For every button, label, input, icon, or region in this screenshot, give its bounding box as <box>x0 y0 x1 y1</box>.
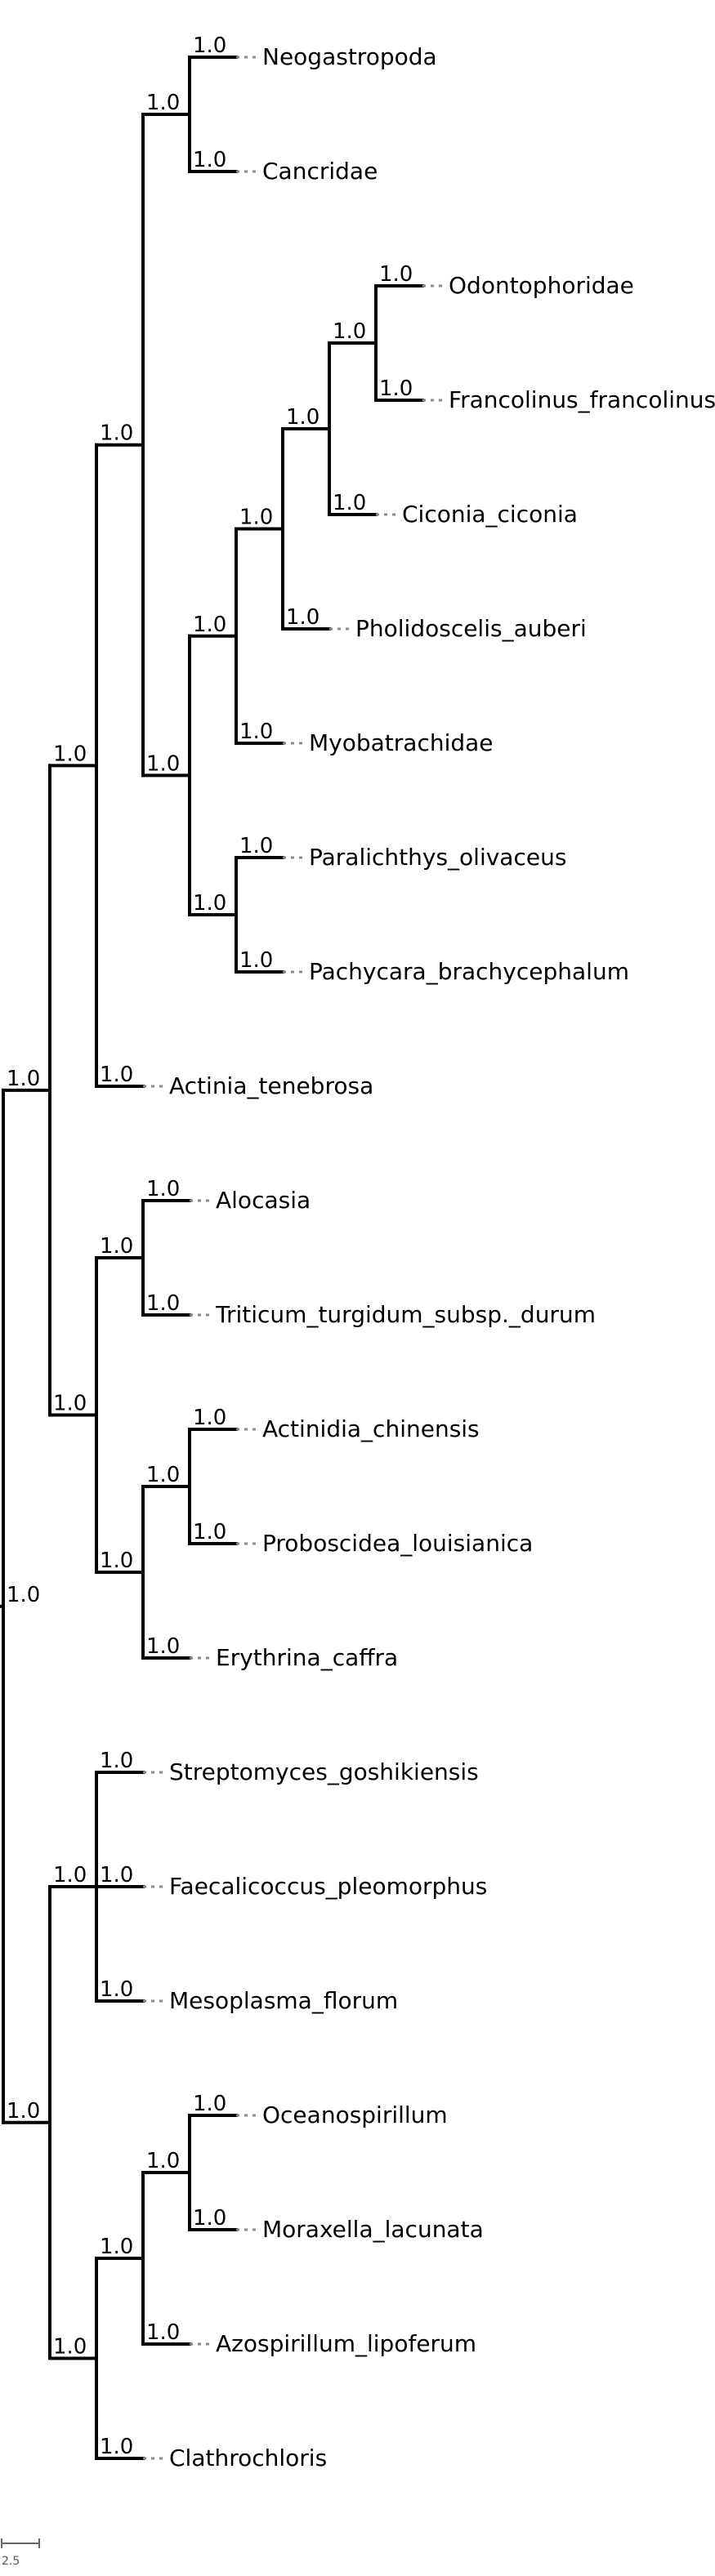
leaf-label-faecalicoccus-pleomorphus: Faecalicoccus_pleomorphus <box>169 1873 487 1900</box>
leaf-label-pachycara-brachycephalum: Pachycara_brachycephalum <box>309 958 629 985</box>
tree-branches <box>0 56 424 2460</box>
support-value-neogastropoda: 1.0 <box>193 33 226 58</box>
support-value-oceanospirillum: 1.0 <box>193 2092 226 2116</box>
support-value-alocasia: 1.0 <box>146 1177 180 1201</box>
support-value-internal-25: 1.0 <box>100 1549 133 1573</box>
support-value-azospirillum-lipoferum: 1.0 <box>146 2320 180 2345</box>
leaf-label-myobatrachidae: Myobatrachidae <box>309 729 494 756</box>
support-value-internal-22: 1.0 <box>100 1234 133 1259</box>
support-value-moraxella-lacunata: 1.0 <box>193 2206 226 2231</box>
leaf-label-streptomyces-goshikiensis: Streptomyces_goshikiensis <box>169 1758 479 1785</box>
leaf-label-pholidoscelis-auberi: Pholidoscelis_auberi <box>355 615 587 642</box>
support-value-mesoplasma-florum: 1.0 <box>100 1977 133 2002</box>
support-value-pholidoscelis-auberi: 1.0 <box>286 605 320 630</box>
leaf-label-clathrochloris: Clathrochloris <box>169 2445 327 2471</box>
support-value-actinidia-chinensis: 1.0 <box>193 1406 226 1430</box>
leaf-label-erythrina-caffra: Erythrina_caffra <box>216 1644 398 1671</box>
support-value-triticum-turgidum-subsp-durum: 1.0 <box>146 1291 180 1316</box>
support-value-internal-11: 1.0 <box>333 319 366 344</box>
support-value-francolinus-francolinus: 1.0 <box>379 377 413 401</box>
leaf-label-alocasia: Alocasia <box>216 1187 311 1214</box>
support-value-internal-21: 1.0 <box>53 1392 87 1416</box>
support-value-internal-26: 1.0 <box>146 1463 180 1487</box>
leaf-leader-lines <box>143 56 445 2460</box>
support-value-erythrina-caffra: 1.0 <box>146 1634 180 1659</box>
support-value-internal-35: 1.0 <box>53 2335 87 2360</box>
support-value-cancridae: 1.0 <box>193 148 226 172</box>
leaf-label-neogastropoda: Neogastropoda <box>262 43 437 70</box>
support-value-odontophoridae: 1.0 <box>379 262 413 287</box>
leaf-label-mesoplasma-florum: Mesoplasma_florum <box>169 1987 398 2014</box>
leaf-label-cancridae: Cancridae <box>262 158 378 185</box>
leaf-label-ciconia-ciconia: Ciconia_ciconia <box>402 501 578 528</box>
leaf-label-moraxella-lacunata: Moraxella_lacunata <box>262 2216 484 2243</box>
support-value-internal-1: 1.0 <box>7 1067 40 1091</box>
support-value-ciconia-ciconia: 1.0 <box>333 491 366 515</box>
support-value-clathrochloris: 1.0 <box>100 2435 133 2459</box>
support-value-internal-30: 1.0 <box>7 2099 40 2124</box>
support-value-internal-36: 1.0 <box>100 2235 133 2259</box>
scale-bar-label: 2.5 <box>2 2555 20 2568</box>
support-value-internal-7: 1.0 <box>146 751 180 776</box>
support-value-proboscidea-louisianica: 1.0 <box>193 1520 226 1544</box>
support-value-myobatrachidae: 1.0 <box>239 720 273 744</box>
support-value-faecalicoccus-pleomorphus: 1.0 <box>100 1863 133 1887</box>
support-value-internal-2: 1.0 <box>53 742 87 766</box>
support-value-internal-10: 1.0 <box>286 405 320 430</box>
leaf-label-actinia-tenebrosa: Actinia_tenebrosa <box>169 1072 373 1099</box>
support-values: 1.0 1.0 1.0 1.0 1.0 1.0 1.0 1.0 1.0 1.0 1.0 1.0 1.0 1… <box>7 33 413 2459</box>
support-value-pachycara-brachycephalum: 1.0 <box>239 948 273 973</box>
leaf-label-oceanospirillum: Oceanospirillum <box>262 2101 448 2128</box>
support-value-internal-37: 1.0 <box>146 2149 180 2173</box>
leaf-label-francolinus-francolinus: Francolinus_francolinus <box>449 386 715 413</box>
scale-bar: 2.5 <box>1 2538 40 2568</box>
leaf-label-paralichthys-olivaceus: Paralichthys_olivaceus <box>309 844 566 871</box>
support-value-streptomyces-goshikiensis: 1.0 <box>100 1749 133 1773</box>
support-value-actinia-tenebrosa: 1.0 <box>100 1063 133 1087</box>
support-value-internal-31: 1.0 <box>53 1863 87 1887</box>
leaf-label-triticum-turgidum-subsp-durum: Triticum_turgidum_subsp._durum <box>215 1301 596 1328</box>
leaf-label-azospirillum-lipoferum: Azospirillum_lipoferum <box>216 2330 476 2357</box>
leaf-label-odontophoridae: Odontophoridae <box>449 272 634 299</box>
support-value-internal-17: 1.0 <box>193 891 226 916</box>
support-value-internal-8: 1.0 <box>193 613 226 637</box>
support-value-internal-4: 1.0 <box>146 91 180 115</box>
support-value-internal-0: 1.0 <box>7 1583 40 1607</box>
leaf-label-actinidia-chinensis: Actinidia_chinensis <box>262 1415 480 1442</box>
support-value-internal-9: 1.0 <box>239 506 273 530</box>
support-value-paralichthys-olivaceus: 1.0 <box>239 834 273 858</box>
support-value-internal-3: 1.0 <box>100 421 133 446</box>
leaf-label-proboscidea-louisianica: Proboscidea_louisianica <box>262 1530 533 1557</box>
leaf-labels: NeogastropodaCancridaeOdontophoridaeFran… <box>169 43 715 2471</box>
